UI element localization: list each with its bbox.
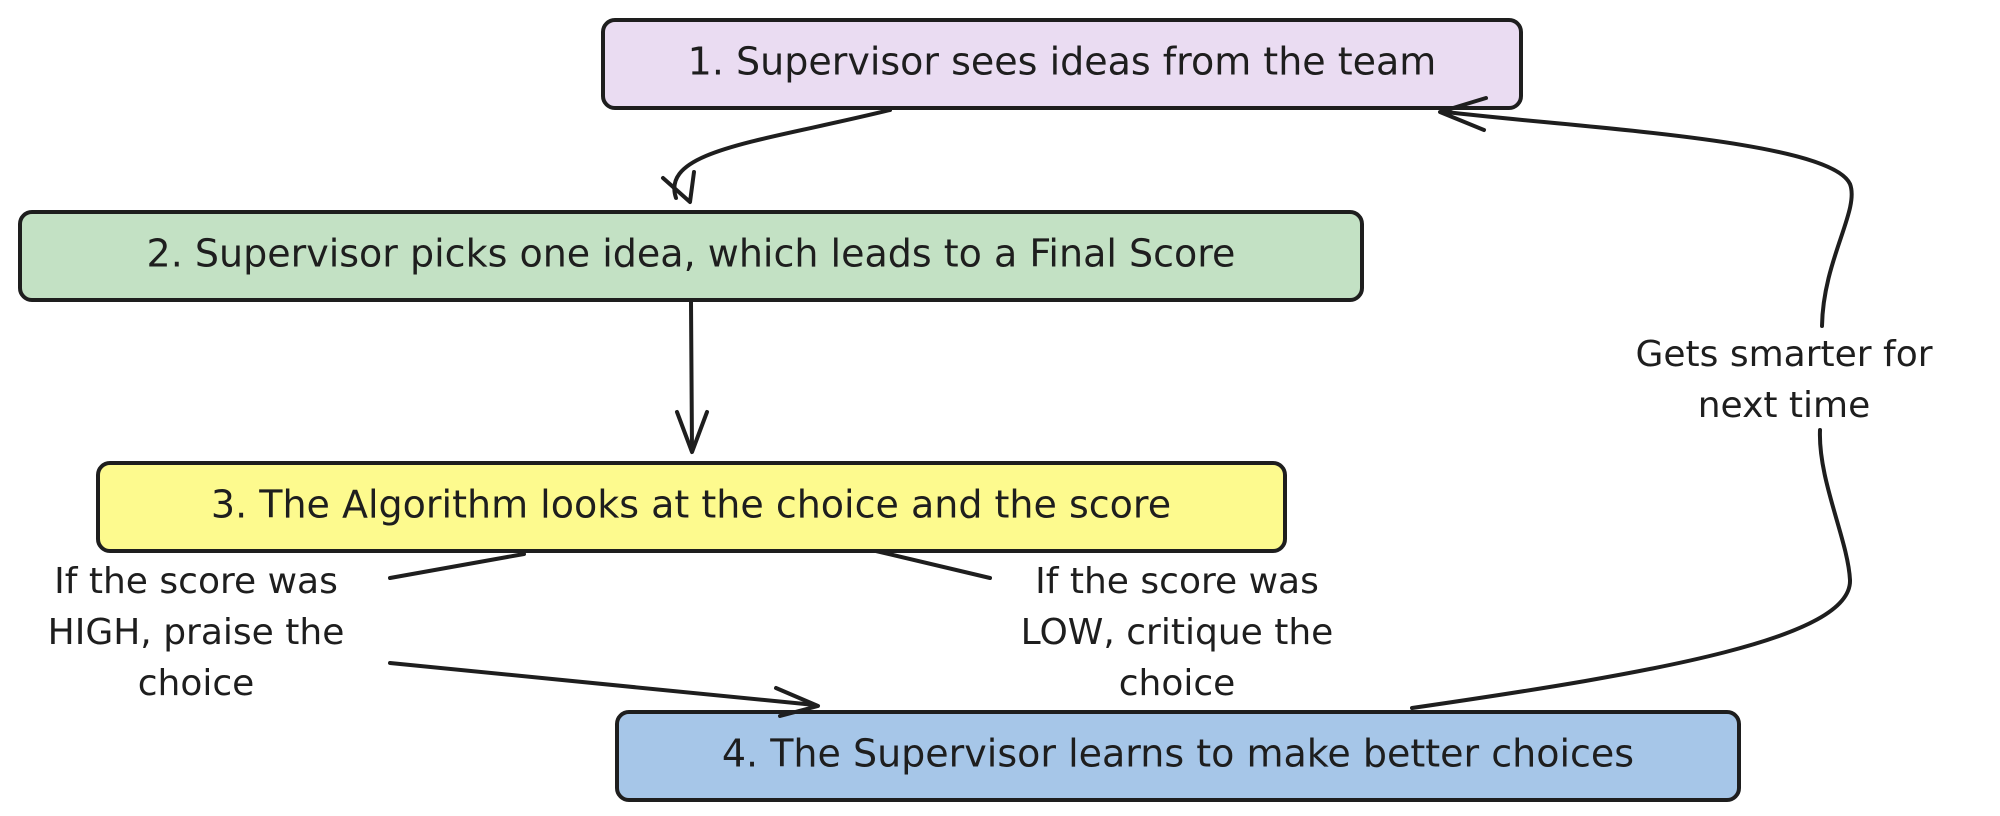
step-3-node: 3. The Algorithm looks at the choice and…: [96, 461, 1287, 553]
step-2-node: 2. Supervisor picks one idea, which lead…: [18, 210, 1364, 302]
arrow-step2-to-step3: [675, 300, 709, 454]
step-1-box: [601, 18, 1523, 110]
feedback-high-text: If the score was HIGH, praise the choice: [48, 561, 345, 704]
step-1-node: 1. Supervisor sees ideas from the team: [601, 18, 1523, 110]
loop-label: Gets smarter for next time: [1635, 334, 1932, 426]
step-3-label: 3. The Algorithm looks at the choice and…: [211, 483, 1171, 527]
step-4-box: [615, 710, 1741, 802]
feedback-low-line-1: If the score was: [1035, 561, 1319, 602]
arrow-high-to-step4: [388, 661, 820, 718]
feedback-low-line-2: LOW, critique the: [1021, 612, 1334, 653]
connector-step3-to-high: [388, 552, 526, 580]
step-4-node: 4. The Supervisor learns to make better …: [615, 710, 1741, 802]
feedback-high-line-1: If the score was: [54, 561, 338, 602]
arrow-loop-step4-to-step1: [1410, 96, 1854, 710]
feedback-low-line-3: choice: [1119, 663, 1236, 704]
feedback-high-line-3: choice: [138, 663, 255, 704]
loop-label-line-2: next time: [1698, 385, 1871, 426]
step-2-label: 2. Supervisor picks one idea, which lead…: [147, 232, 1236, 276]
feedback-high-line-2: HIGH, praise the: [48, 612, 345, 653]
step-1-label: 1. Supervisor sees ideas from the team: [688, 40, 1437, 84]
arrow-step1-to-step2: [661, 108, 892, 204]
loop-label-line-1: Gets smarter for: [1635, 334, 1932, 375]
feedback-low-text: If the score was LOW, critique the choic…: [1021, 561, 1334, 704]
step-4-label: 4. The Supervisor learns to make better …: [722, 732, 1634, 776]
step-3-box: [96, 461, 1287, 553]
connector-step3-to-low: [874, 549, 992, 580]
